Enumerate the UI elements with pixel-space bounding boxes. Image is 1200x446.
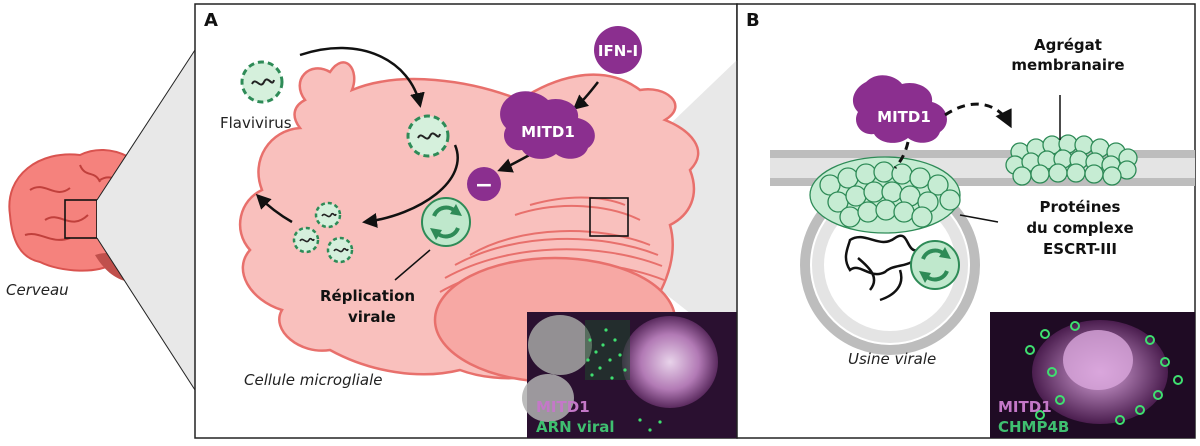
arrow-ifn [572, 81, 599, 110]
flavivirus-particle-1 [240, 60, 284, 104]
panel-b-letter: B [746, 10, 760, 31]
flavivirus-particle-2 [406, 114, 450, 158]
micrograph-b: MITD1 CHMP4B [990, 312, 1195, 438]
panel-b-arrows [893, 102, 1012, 169]
replication-cycle-icon [421, 197, 471, 247]
replication-label-1: Réplication [320, 287, 415, 305]
replication-cycle-icon-b [910, 240, 960, 290]
arrow-release [255, 193, 293, 224]
panel-a-zoom-box [589, 197, 629, 237]
replication-label-2: virale [348, 308, 396, 326]
arrow-assembly [362, 144, 459, 228]
aggregate-label-1: Agrégat [1034, 36, 1102, 54]
flavivirus-label: Flavivirus [220, 114, 292, 132]
micrograph-a-label-2: ARN viral [536, 418, 615, 436]
replication-pointer [394, 249, 431, 281]
mitd1-protein-a [500, 91, 595, 159]
brain-label: Cerveau [6, 281, 69, 299]
aggregate-label-2: membranaire [1011, 56, 1124, 74]
arrow-to-dome [893, 141, 910, 169]
micrograph-a: MITD1 ARN viral [522, 312, 737, 438]
escrt-label-1: Protéines [1040, 198, 1121, 216]
inhibition-sign: − [475, 173, 493, 198]
arrow-entry [299, 46, 425, 108]
escrt-label-2: du complexe [1026, 219, 1133, 237]
escrt-iii-dome [809, 156, 961, 234]
membrane-aggregate [1005, 134, 1138, 186]
panel-a-letter: A [204, 10, 218, 31]
factory-label: Usine virale [848, 350, 936, 368]
ifn-label: IFN-I [598, 42, 638, 60]
escrt-label-3: ESCRT-III [1043, 240, 1117, 258]
mitd1-label-a: MITD1 [521, 123, 575, 141]
escrt-pointer [959, 214, 999, 223]
micrograph-a-label-1: MITD1 [536, 398, 590, 416]
mitd1-label-b: MITD1 [877, 108, 931, 126]
arrow-to-aggregate [944, 102, 1012, 129]
micrograph-b-label-2: CHMP4B [998, 418, 1069, 436]
zoom-cone-left [97, 50, 195, 390]
cell-label: Cellule microgliale [244, 371, 383, 389]
ifn-circle [594, 26, 642, 74]
micrograph-b-label-1: MITD1 [998, 398, 1052, 416]
inhibition-circle [467, 167, 501, 201]
new-virions-cluster [292, 201, 354, 264]
mitd1-protein-b [852, 75, 947, 143]
